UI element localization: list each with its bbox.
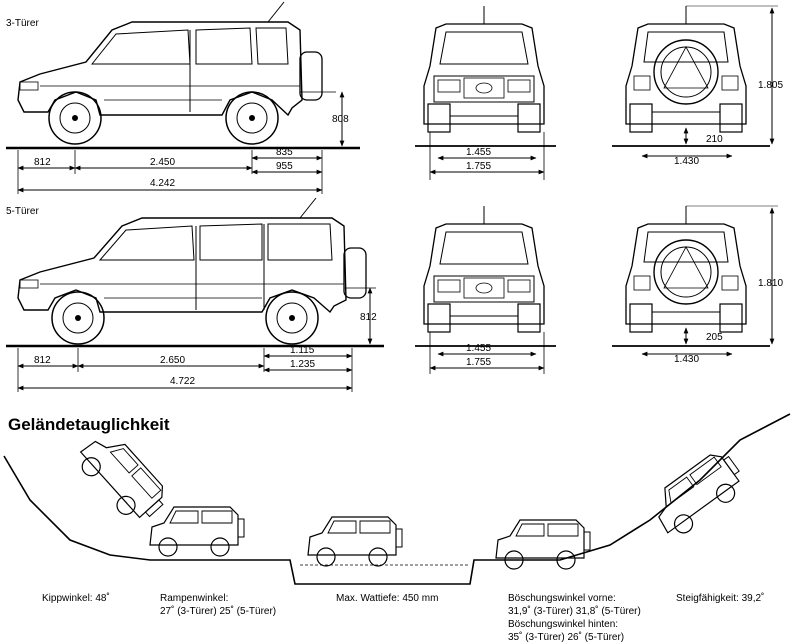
departure-angle-values: 35˚ (3-Türer) 26˚ (5-Türer) [508, 631, 624, 643]
front-view-3-door [423, 5, 545, 133]
rear-track-value: 1.430 [674, 156, 699, 167]
tilt-vehicle [71, 425, 173, 530]
front-view-5-door [423, 205, 545, 333]
front-width-value: 1.755 [466, 161, 491, 172]
section-5-door: 5-Türer 812 812 2.650 1.115 1.235 4.722 … [6, 197, 783, 392]
variant-label: 5-Türer [6, 206, 39, 217]
terrain-profile [3, 413, 791, 585]
length-value: 4.722 [170, 376, 195, 387]
height-value: 808 [332, 114, 349, 125]
rear-overhang-value: 1.235 [290, 359, 315, 370]
ground-clearance-value: 205 [706, 332, 723, 343]
approach-angle-values: 31,9˚ (3-Türer) 31,8˚ (5-Türer) [508, 605, 641, 617]
front-width-value: 1.755 [466, 357, 491, 368]
ground-clearance-value: 210 [706, 134, 723, 145]
variant-label: 3-Türer [6, 18, 39, 29]
rear-tire-value: 1.115 [290, 345, 315, 356]
wading-vehicle [307, 516, 403, 567]
front-track-value: 1.455 [466, 147, 491, 158]
rear-track-value: 1.430 [674, 354, 699, 365]
rear-height-value: 1.810 [758, 278, 783, 289]
rear-tire-value: 835 [276, 147, 293, 158]
height-value: 812 [360, 312, 377, 323]
ramp-angle-title: Rampenwinkel: [160, 593, 228, 604]
wheelbase-value: 2.450 [150, 157, 175, 168]
length-value: 4.242 [150, 178, 175, 189]
offroad-section: Geländetauglichkeit Kippwinkel: 48˚ Ramp… [3, 413, 791, 643]
front-overhang-value: 812 [34, 355, 51, 366]
wading-depth-label: Max. Wattiefe: 450 mm [336, 593, 438, 604]
section-3-door: 3-Türer 808 812 2.450 835 955 4.242 1.45… [6, 1, 783, 194]
ramp-vehicle [149, 506, 245, 557]
climbing-ability-label: Steigfähigkeit: 39,2˚ [676, 592, 764, 604]
rear-overhang-value: 955 [276, 161, 293, 172]
approach-vehicle [495, 519, 591, 570]
ramp-angle-values: 27˚ (3-Türer) 25˚ (5-Türer) [160, 605, 276, 617]
front-overhang-value: 812 [34, 157, 51, 168]
offroad-title: Geländetauglichkeit [8, 415, 170, 434]
side-view-3-door [17, 1, 323, 145]
tilt-angle-label: Kippwinkel: 48˚ [42, 592, 110, 604]
front-track-value: 1.455 [466, 343, 491, 354]
rear-view-3-door [625, 5, 747, 133]
climbing-vehicle [644, 446, 751, 543]
side-view-5-door [17, 197, 367, 345]
approach-angle-title: Böschungswinkel vorne: [508, 593, 616, 604]
rear-view-5-door [625, 205, 747, 333]
wheelbase-value: 2.650 [160, 355, 185, 366]
rear-height-value: 1.805 [758, 80, 783, 91]
departure-angle-title: Böschungswinkel hinten: [508, 619, 618, 630]
